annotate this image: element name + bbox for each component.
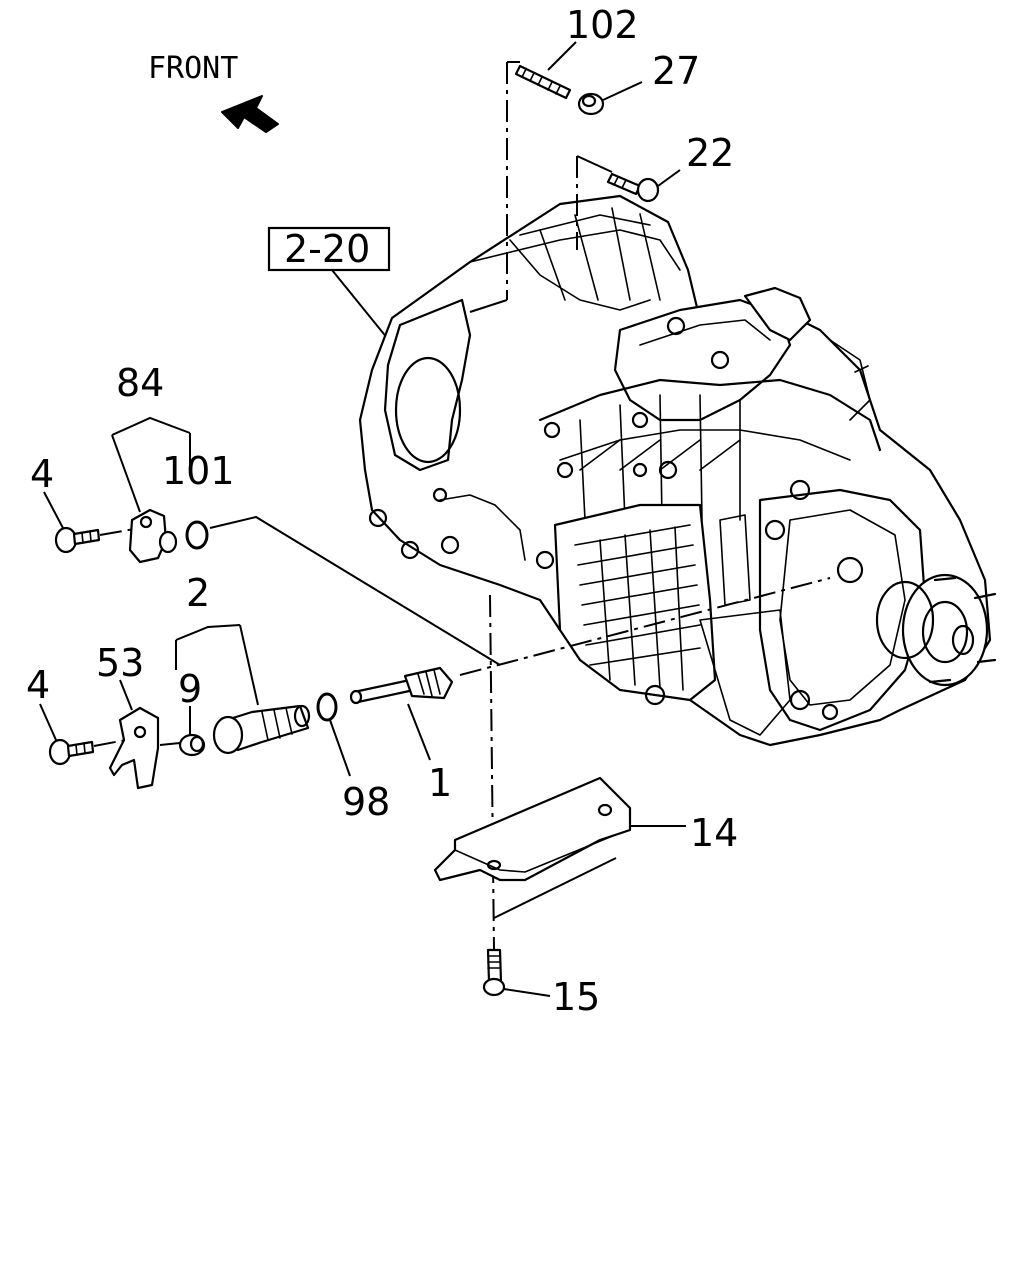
bolt-4-upper[interactable]	[54, 526, 101, 554]
callout-84[interactable]: 84	[116, 361, 164, 405]
o-ring-101[interactable]	[185, 520, 209, 550]
callout-14[interactable]: 14	[690, 811, 738, 855]
bracket-2	[175, 624, 241, 641]
sensor-bracket[interactable]	[128, 508, 178, 564]
cover-bolt[interactable]	[482, 948, 506, 997]
arrow-up-left-icon	[221, 95, 279, 133]
callout-53[interactable]: 53	[96, 641, 144, 685]
leader-4-upper	[43, 491, 65, 531]
speedometer-driven-gear[interactable]	[349, 666, 454, 705]
leader-102	[547, 41, 577, 71]
leader-4-lower	[39, 703, 57, 741]
leader-1	[407, 703, 431, 761]
leader-cover-bolt-axis	[493, 857, 617, 919]
callout-22[interactable]: 22	[686, 131, 734, 175]
bushing[interactable]	[178, 733, 206, 757]
leader-53	[119, 679, 133, 711]
axis-driven-gear	[459, 577, 831, 676]
flange-nut[interactable]	[577, 92, 605, 116]
leader-27	[602, 81, 643, 101]
bracket-84	[111, 416, 191, 436]
leader-2-20	[331, 269, 393, 345]
front-label: FRONT	[148, 51, 238, 86]
lock-plate[interactable]	[108, 706, 160, 790]
callout-4-upper[interactable]: 4	[30, 452, 54, 496]
leader-2-b	[239, 624, 259, 706]
callout-101[interactable]: 101	[162, 449, 235, 493]
axis-cover	[489, 594, 495, 951]
leader-15	[503, 988, 551, 997]
o-ring-98[interactable]	[316, 692, 338, 722]
callout-102[interactable]: 102	[566, 3, 639, 47]
flange-bolt[interactable]	[606, 172, 660, 203]
callout-4-lower[interactable]: 4	[26, 663, 50, 707]
axis-bracket	[99, 527, 141, 536]
callout-1[interactable]: 1	[428, 761, 452, 805]
callout-9[interactable]: 9	[178, 667, 202, 711]
speed-sensor-assembly[interactable]	[212, 704, 311, 755]
callout-2[interactable]: 2	[186, 571, 210, 615]
callout-98[interactable]: 98	[342, 780, 390, 824]
callout-15[interactable]: 15	[552, 975, 600, 1019]
transmission-assembly[interactable]	[358, 194, 997, 747]
callout-27[interactable]: 27	[652, 49, 700, 93]
axis-bushing	[159, 742, 181, 746]
stud-bolt[interactable]	[514, 64, 572, 100]
axis-plate	[93, 739, 127, 747]
leader-22	[657, 169, 681, 187]
leader-84-a	[111, 434, 141, 513]
under-cover[interactable]	[433, 776, 632, 882]
bolt-4-lower[interactable]	[48, 738, 95, 766]
leader-bolt-22-axis	[576, 155, 613, 173]
leader-101-route	[209, 515, 501, 666]
reference-box-label: 2-20	[284, 227, 370, 271]
reference-box[interactable]: 2-20	[267, 226, 391, 272]
leader-98	[329, 719, 351, 777]
leader-stud-axis	[469, 299, 508, 313]
